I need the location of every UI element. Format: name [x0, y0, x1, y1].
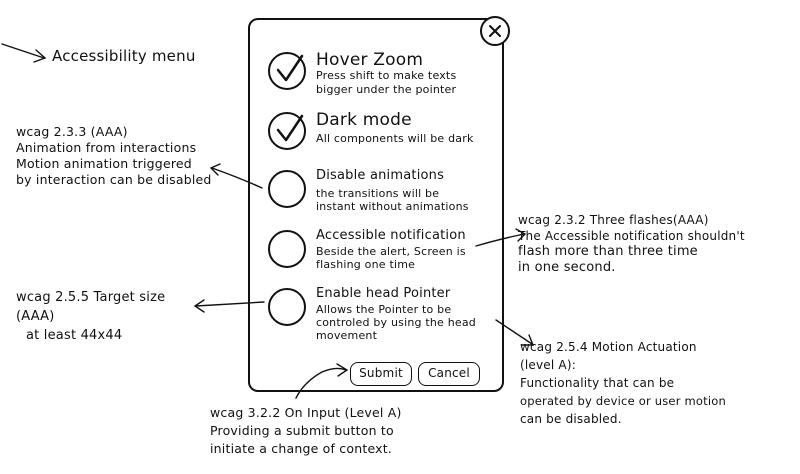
accessibility-menu-label: Accessibility menu [52, 47, 196, 65]
note-line: Motion animation triggered [16, 156, 192, 171]
option-disable-animations: Disable animations the transitions will … [268, 168, 500, 224]
hover-zoom-desc-line2: bigger under the pointer [316, 83, 457, 96]
check-icon [276, 54, 304, 82]
note-title: wcag 2.5.4 Motion Actuation [520, 340, 697, 354]
head-pointer-desc-line3: movement [316, 329, 378, 342]
note-wcag-2-5-5: wcag 2.5.5 Target size (AAA) at least 44… [16, 288, 165, 345]
accessible-notification-desc-line2: flashing one time [316, 258, 416, 271]
option-hover-zoom: Hover Zoom Press shift to make texts big… [268, 50, 500, 106]
note-wcag-2-3-2: wcag 2.3.2 Three flashes(AAA) The Access… [518, 212, 745, 276]
hover-zoom-desc-line1: Press shift to make texts [316, 69, 457, 82]
cancel-button[interactable]: Cancel [418, 362, 480, 386]
note-line: The Accessible notification shouldn't [518, 229, 745, 243]
note-line: in one second. [518, 260, 616, 275]
note-line: (level A): [520, 358, 576, 372]
dark-mode-desc: All components will be dark [316, 132, 474, 145]
head-pointer-desc-line1: Allows the Pointer to be [316, 303, 452, 316]
note-line: Functionality that can be [520, 376, 675, 390]
disable-animations-desc-line2: instant without animations [316, 200, 469, 213]
note-wcag-2-5-4: wcag 2.5.4 Motion Actuation (level A): F… [520, 338, 726, 428]
disable-animations-desc-line1: the transitions will be [316, 187, 440, 200]
dark-mode-checkbox[interactable] [268, 112, 306, 150]
hover-zoom-checkbox[interactable] [268, 52, 306, 90]
note-line: Providing a submit button to [210, 423, 394, 438]
arrow-wcag-2-3-3 [209, 163, 263, 189]
option-head-pointer: Enable head Pointer Allows the Pointer t… [268, 286, 500, 342]
note-title: wcag 2.5.5 Target size [16, 290, 166, 305]
arrow-wcag-2-3-2 [475, 228, 527, 247]
dark-mode-title: Dark mode [316, 110, 412, 130]
check-icon [276, 114, 304, 142]
note-title: wcag 3.2.2 On Input (Level A) [210, 405, 402, 420]
note-line: at least 44x44 [26, 328, 123, 343]
hover-zoom-title: Hover Zoom [316, 50, 424, 70]
option-accessible-notification: Accessible notification Beside the alert… [268, 228, 500, 284]
note-line: by interaction can be disabled [16, 172, 212, 187]
note-wcag-2-3-3: wcag 2.3.3 (AAA) Animation from interact… [16, 124, 212, 188]
note-line: flash more than three time [518, 244, 698, 259]
close-button[interactable] [480, 16, 510, 46]
arrow-wcag-2-5-4 [495, 319, 535, 346]
head-pointer-checkbox[interactable] [268, 288, 306, 326]
note-wcag-3-2-2: wcag 3.2.2 On Input (Level A) Providing … [210, 404, 402, 458]
note-line: Animation from interactions [16, 140, 197, 155]
close-icon [489, 25, 501, 37]
disable-animations-title: Disable animations [316, 168, 445, 183]
submit-button[interactable]: Submit [350, 362, 412, 386]
note-line: (AAA) [16, 309, 55, 324]
arrow-wcag-3-2-2 [295, 363, 349, 399]
accessible-notification-checkbox[interactable] [268, 230, 306, 268]
accessible-notification-title: Accessible notification [316, 228, 466, 243]
note-line: can be disabled. [520, 412, 622, 426]
arrow-menu [1, 43, 47, 63]
note-line: operated by device or user motion [520, 394, 726, 408]
disable-animations-checkbox[interactable] [268, 170, 306, 208]
accessible-notification-desc-line1: Beside the alert, Screen is [316, 245, 466, 258]
arrow-wcag-2-5-5 [193, 299, 265, 313]
head-pointer-title: Enable head Pointer [316, 286, 451, 301]
head-pointer-desc-line2: controled by using the head [316, 316, 476, 329]
option-dark-mode: Dark mode All components will be dark [268, 110, 500, 166]
note-line: initiate a change of context. [210, 441, 392, 456]
note-title: wcag 2.3.3 (AAA) [16, 124, 128, 139]
note-title: wcag 2.3.2 Three flashes(AAA) [518, 213, 709, 227]
